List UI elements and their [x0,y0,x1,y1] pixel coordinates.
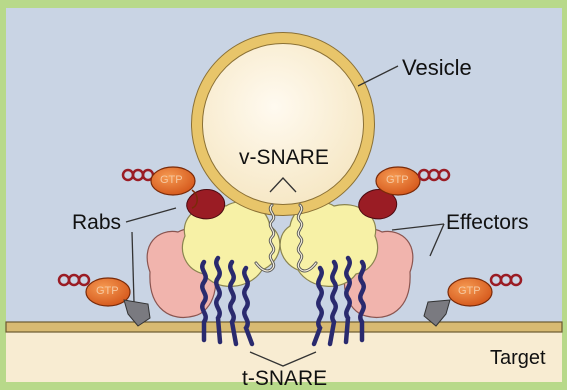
t-snare-label: t-SNARE [242,368,327,389]
vesicle-label: Vesicle [402,57,472,79]
effectors-label: Effectors [446,212,528,233]
t-snare-right-1 [360,262,363,340]
t-snare-left-1 [202,262,205,340]
rab-red-left [187,190,225,219]
v-snare-label: v-SNARE [239,147,329,168]
target-membrane [6,322,562,332]
vesicle [197,38,369,210]
target-label: Target [490,348,546,368]
snare-diagram-graphic [0,0,567,382]
gtp-label-top-right: GTP [386,175,409,186]
gtp-label-top-left: GTP [160,175,183,186]
gtp-label-bottom-left: GTP [96,286,119,297]
gtp-label-bottom-right: GTP [458,286,481,297]
diagram: Vesicle v-SNARE Rabs Effectors Target t-… [0,0,567,382]
rabs-label: Rabs [72,212,121,233]
